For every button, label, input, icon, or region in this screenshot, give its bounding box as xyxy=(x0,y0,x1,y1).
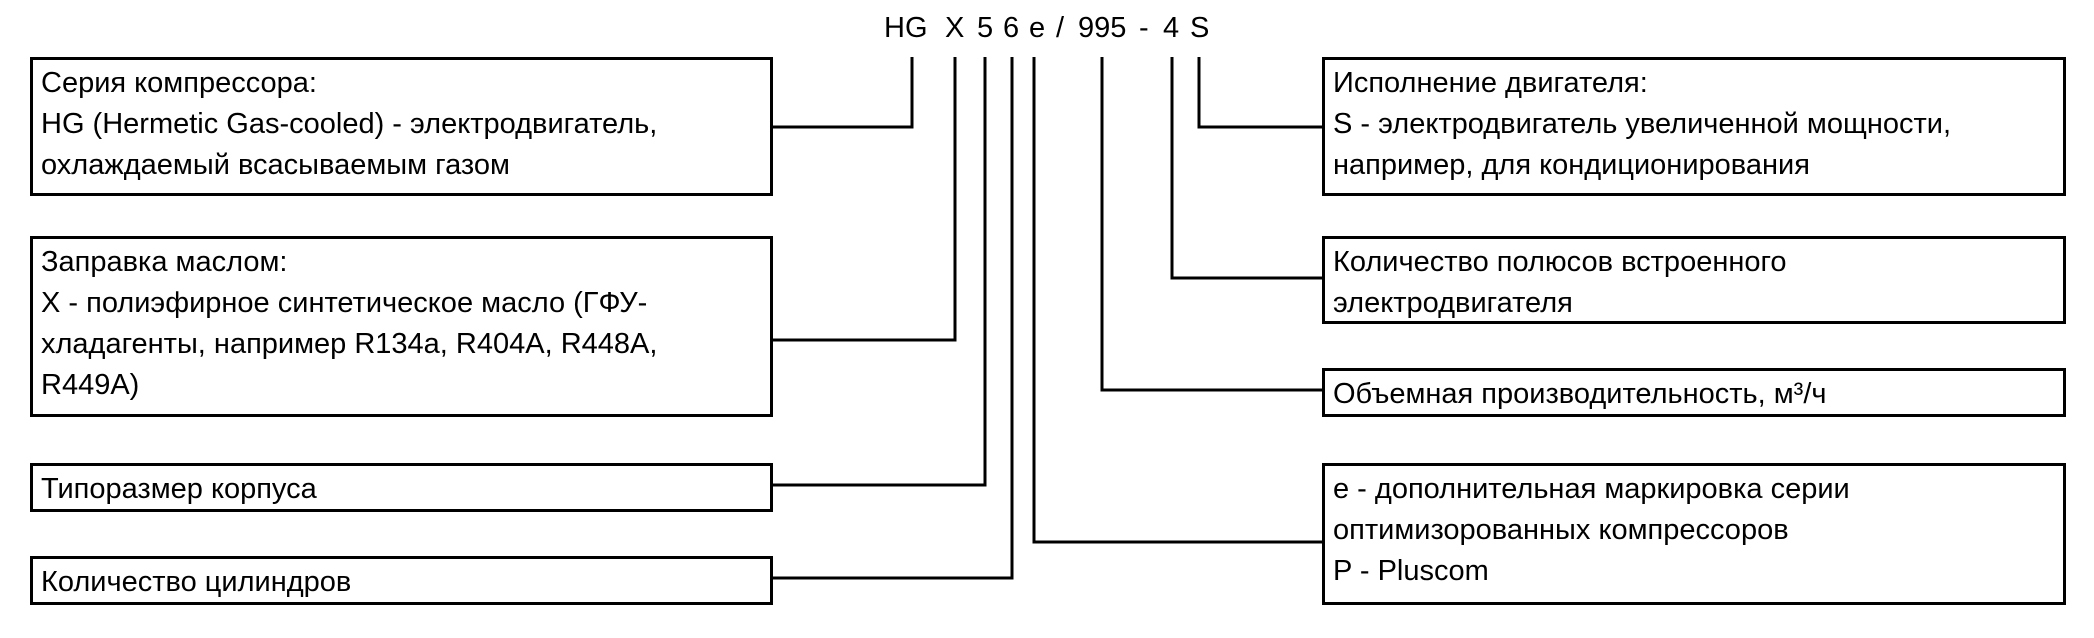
connector-oil xyxy=(773,57,957,342)
box-oil-line: X - полиэфирное синтетическое масло (ГФУ… xyxy=(41,287,648,319)
box-displacement: Объемная производительность, м³/ч xyxy=(1322,368,2066,417)
code-displacement: 995 xyxy=(1078,12,1127,44)
code-body-size: 5 xyxy=(977,12,994,44)
box-oil-line: хладагенты, например R134a, R404A, R448A… xyxy=(41,328,658,360)
box-e-mark-line: e - дополнительная маркировка серии xyxy=(1333,473,1850,505)
box-motor: Исполнение двигателя: S - электродвигате… xyxy=(1322,57,2066,196)
code-cylinders: 6 xyxy=(1003,12,1020,44)
connector-poles xyxy=(1170,57,1322,280)
box-cylinders: Количество цилиндров xyxy=(30,556,773,605)
box-oil-line: R449A) xyxy=(41,369,140,401)
box-body-size: Типоразмер корпуса xyxy=(30,463,773,512)
connector-e-mark xyxy=(1032,57,1322,544)
box-oil-line: Заправка маслом: xyxy=(41,246,288,278)
code-poles: 4 xyxy=(1163,12,1180,44)
box-poles: Количество полюсов встроенного электродв… xyxy=(1322,236,2066,324)
box-e-mark: e - дополнительная маркировка серии опти… xyxy=(1322,463,2066,605)
connector-series xyxy=(773,57,914,129)
box-series-line: охлаждаемый всасываемым газом xyxy=(41,149,510,181)
box-displacement-line: Объемная производительность, м³/ч xyxy=(1333,378,1827,410)
connector-cylinders xyxy=(773,57,1014,580)
box-e-mark-line: оптимизорованных компрессоров xyxy=(1333,514,1789,546)
code-slash: / xyxy=(1056,12,1065,44)
box-e-mark-line: P - Pluscom xyxy=(1333,555,1489,587)
box-oil: Заправка маслом: X - полиэфирное синтети… xyxy=(30,236,773,417)
box-body-size-line: Типоразмер корпуса xyxy=(41,473,317,505)
box-motor-line: S - электродвигатель увеличенной мощност… xyxy=(1333,108,1952,140)
code-motor: S xyxy=(1190,12,1210,44)
box-series: Серия компрессора: HG (Hermetic Gas-cool… xyxy=(30,57,773,196)
box-poles-line: электродвигателя xyxy=(1333,287,1573,319)
code-series: HG xyxy=(884,12,928,44)
box-motor-line: Исполнение двигателя: xyxy=(1333,67,1648,99)
box-motor-line: например, для кондиционирования xyxy=(1333,149,1810,181)
connector-body-size xyxy=(773,57,987,487)
connector-motor xyxy=(1197,57,1322,129)
code-dash: - xyxy=(1139,12,1149,44)
box-series-line: HG (Hermetic Gas-cooled) - электродвигат… xyxy=(41,108,658,140)
connector-displacement xyxy=(1100,57,1322,392)
code-e-mark: e xyxy=(1029,12,1046,44)
box-series-line: Серия компрессора: xyxy=(41,67,317,99)
code-oil: X xyxy=(945,12,965,44)
box-poles-line: Количество полюсов встроенного xyxy=(1333,246,1787,278)
box-cylinders-line: Количество цилиндров xyxy=(41,566,352,598)
